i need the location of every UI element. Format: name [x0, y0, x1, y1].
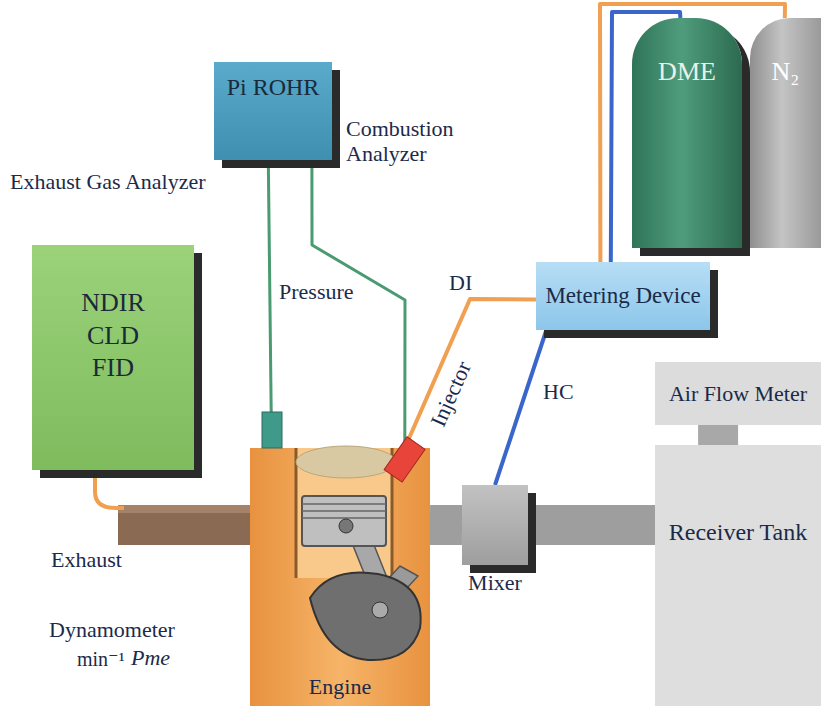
edge-label: DI [446, 271, 475, 295]
connector [528, 524, 655, 525]
exhaust-pipe-highlight [118, 505, 252, 513]
piston [302, 496, 386, 546]
connector-line [698, 425, 738, 445]
signal-label: Pme [128, 646, 173, 670]
gas-cylinder: N₂ [750, 18, 821, 248]
connector-line [268, 160, 271, 448]
edge-label: Pressure [276, 280, 357, 304]
crank-pin [372, 602, 388, 618]
node-text: Mixer [442, 571, 548, 594]
node-text: Receiver Tank [669, 517, 807, 547]
mixer-box: Mixer [462, 485, 528, 565]
piston-pin [339, 519, 353, 533]
analyzer-box: NDIR CLD FIDExhaust Gas Analyzer [32, 245, 194, 470]
gas-cylinder: DME [632, 18, 742, 248]
node-text: NDIR CLD FID [68, 287, 158, 385]
cylinder-wall [295, 448, 298, 578]
node-text: Metering Device [545, 282, 700, 311]
process-box: Air Flow Meter [655, 362, 821, 425]
piston-ring [302, 510, 386, 512]
piston-ring [302, 517, 386, 519]
analyzer-box: Pi ROHRCombustion Analyzer [214, 62, 332, 160]
sample-line [95, 470, 124, 508]
fuel-spray [296, 446, 396, 478]
node-text: Engine [309, 673, 371, 701]
connector-line [495, 330, 546, 485]
engine-illustration [250, 448, 430, 706]
node-heading: Exhaust Gas Analyzer [10, 169, 210, 194]
edge-label: HC [540, 380, 577, 404]
connector [718, 425, 719, 445]
injector-body [384, 437, 425, 482]
part-label: Dynamometer [46, 618, 178, 642]
crank [310, 572, 421, 660]
connector [268, 160, 271, 448]
engine-block: Engine [250, 448, 430, 706]
part-label: Injector [425, 355, 477, 433]
node-heading: Combustion Analyzer [346, 116, 496, 167]
tank-box: Receiver Tank [655, 445, 821, 706]
node-text: Air Flow Meter [669, 380, 807, 408]
node-text: Pi ROHR [227, 72, 320, 102]
node-text: N₂ [772, 56, 800, 89]
connector [495, 330, 546, 485]
node-text: DME [658, 56, 716, 89]
connector-line [528, 505, 655, 545]
process-box: Metering Device [536, 262, 710, 330]
injector [384, 437, 425, 482]
connector-line [430, 505, 462, 545]
connector [430, 524, 462, 525]
piston-ring [302, 503, 386, 505]
pressure-sensor [262, 412, 282, 448]
exhaust-pipe [118, 505, 252, 545]
part-label: Exhaust [48, 548, 125, 572]
unit-label: min⁻¹ [74, 648, 128, 670]
